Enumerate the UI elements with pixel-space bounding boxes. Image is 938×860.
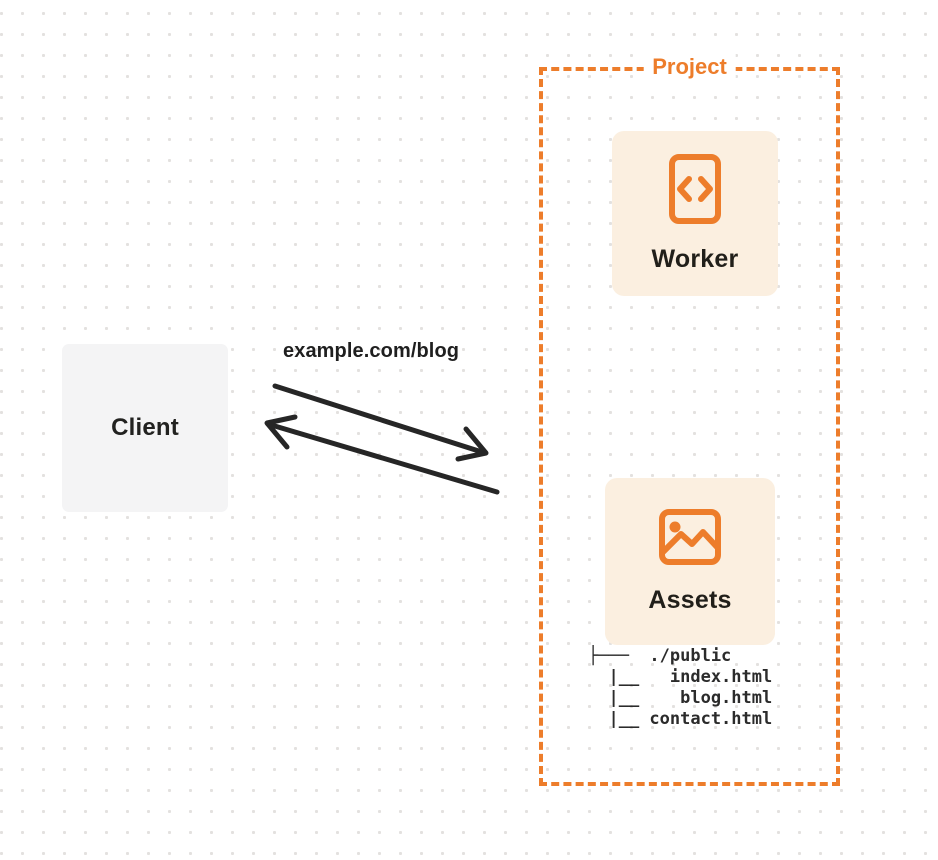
request-arrowhead-icon <box>455 426 489 462</box>
request-url-label: example.com/blog <box>283 340 460 362</box>
client-node: Client <box>62 344 228 512</box>
worker-label: Worker <box>651 245 739 273</box>
client-label: Client <box>111 414 179 441</box>
response-arrow-shaft <box>265 421 500 495</box>
worker-node: Worker <box>612 131 778 296</box>
assets-label: Assets <box>648 586 732 614</box>
code-document-icon <box>669 154 721 224</box>
project-boundary: Project Worker Assets <box>539 54 840 786</box>
assets-file-tree: ├─── ./public |__ index.html |__ blog.ht… <box>588 646 773 729</box>
project-label: Project <box>643 54 736 80</box>
request-response-arrows <box>264 383 500 495</box>
request-arrow-shaft <box>272 383 488 456</box>
response-arrowhead-icon <box>264 414 298 450</box>
assets-node: Assets <box>605 478 775 645</box>
image-icon <box>659 509 721 565</box>
